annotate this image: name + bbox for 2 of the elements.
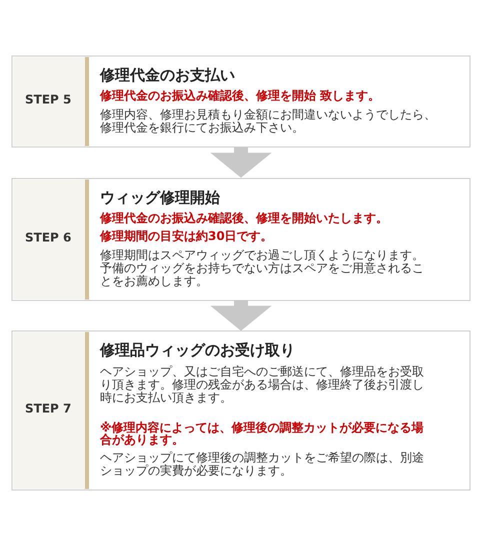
arrow [210,300,272,330]
arrow [210,146,272,178]
